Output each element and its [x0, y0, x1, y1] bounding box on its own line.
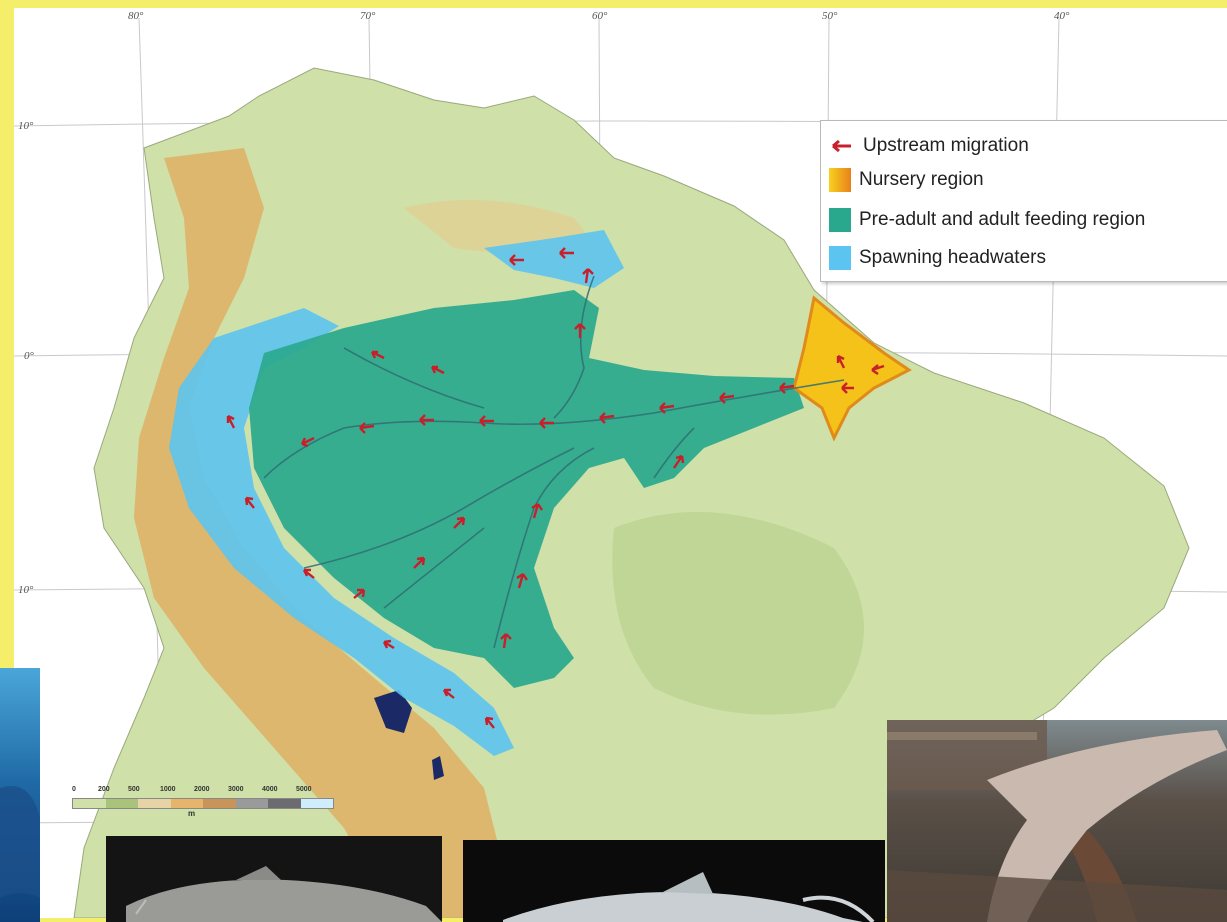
legend-label: Spawning headwaters: [859, 247, 1046, 268]
longitude-label-80: 80°: [128, 10, 144, 22]
fisherman-scene: [887, 720, 1227, 922]
feeding-region: [249, 290, 804, 688]
legend-item-spawning-headwaters: Spawning headwaters: [829, 245, 1046, 271]
map-panel: 80° 70° 60° 50° 40° 10° 0° 10° Upstream …: [14, 8, 1227, 918]
spawning-headwaters-region: [169, 308, 514, 756]
feeding-swatch: [829, 208, 851, 232]
lake-titicaca: [374, 690, 412, 733]
nursery-swatch: [829, 168, 851, 192]
elevation-scale: 0 200 500 1000 2000 3000 4000 5000 m: [72, 786, 340, 820]
legend-label: Nursery region: [859, 169, 984, 190]
legend-item-feeding-region: Pre-adult and adult feeding region: [829, 207, 1145, 233]
nursery-region: [792, 295, 912, 442]
south-america-map: [14, 17, 1227, 918]
scale-tick: 2000: [194, 786, 210, 793]
red-arrow-icon: [832, 139, 851, 153]
fisherman-carrying-catfish-photo: [887, 720, 1227, 922]
legend-item-nursery-region: Nursery region: [829, 167, 984, 193]
catfish-photo-light: [463, 840, 885, 922]
scale-tick: 200: [98, 786, 110, 793]
latitude-label-10s: 10°: [18, 584, 34, 596]
legend-label: Upstream migration: [863, 135, 1029, 156]
catfish-silhouette: [126, 866, 442, 922]
scale-tick: 3000: [228, 786, 244, 793]
catfish-silhouette-light: [503, 872, 875, 922]
underwater-fish-photo: [0, 668, 40, 922]
latitude-label-10n: 10°: [18, 120, 34, 132]
scale-tick: 4000: [262, 786, 278, 793]
longitude-label-40: 40°: [1054, 10, 1070, 22]
map-legend: Upstream migration Nursery region Pre-ad…: [820, 120, 1227, 282]
longitude-label-50: 50°: [822, 10, 838, 22]
longitude-label-60: 60°: [592, 10, 608, 22]
catfish-photo-dark: [106, 836, 442, 922]
spawning-swatch: [829, 246, 851, 270]
scale-unit: m: [188, 809, 196, 818]
scale-tick: 0: [72, 786, 76, 793]
andes-mountains: [134, 148, 504, 918]
legend-item-upstream-migration: Upstream migration: [829, 133, 1029, 159]
legend-label: Pre-adult and adult feeding region: [859, 209, 1146, 230]
fish-silhouette: [0, 786, 40, 898]
scale-tick: 500: [128, 786, 140, 793]
scale-tick: 5000: [296, 786, 312, 793]
longitude-label-70: 70°: [360, 10, 376, 22]
latitude-label-0: 0°: [24, 350, 34, 362]
scale-tick: 1000: [160, 786, 176, 793]
